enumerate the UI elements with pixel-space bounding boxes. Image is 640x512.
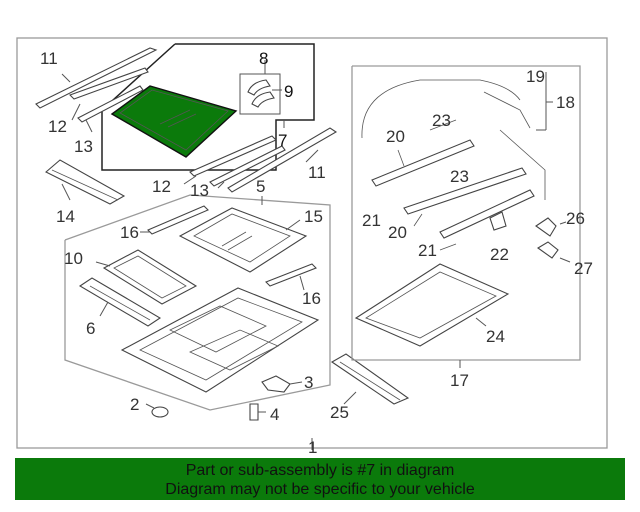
callout-12-top: 12	[48, 117, 67, 136]
callout-17: 17	[450, 371, 469, 390]
diagram-note-banner: Part or sub-assembly is #7 in diagram Di…	[15, 458, 625, 500]
callout-10: 10	[64, 249, 83, 268]
callout-1: 1	[308, 438, 317, 457]
callout-21-bottom: 21	[418, 241, 437, 260]
callout-19: 19	[526, 67, 545, 86]
callout-23-top: 23	[432, 111, 451, 130]
callout-14: 14	[56, 207, 75, 226]
glass-panel-part-7	[110, 85, 238, 158]
callout-15: 15	[304, 207, 323, 226]
callout-16-right: 16	[302, 289, 321, 308]
callout-22: 22	[490, 245, 509, 264]
callout-6: 6	[86, 319, 95, 338]
note-line-2: Diagram may not be specific to your vehi…	[165, 481, 475, 498]
callout-20-bottom: 20	[388, 223, 407, 242]
callout-7: 7	[278, 131, 287, 150]
callout-12-mid: 12	[152, 177, 171, 196]
callout-13-mid: 13	[190, 181, 209, 200]
callout-11-top: 11	[40, 49, 58, 68]
callout-16-left: 16	[120, 223, 139, 242]
callout-5: 5	[256, 177, 265, 196]
note-line-1: Part or sub-assembly is #7 in diagram	[185, 462, 455, 479]
callout-2: 2	[130, 395, 139, 414]
callout-4: 4	[270, 405, 279, 424]
callout-27: 27	[574, 259, 593, 278]
callout-26: 26	[566, 209, 585, 228]
callout-25: 25	[330, 403, 349, 422]
callout-11-mid: 11	[308, 163, 326, 182]
callout-21-left: 21	[362, 211, 381, 230]
callout-13-top: 13	[74, 137, 93, 156]
callout-20-top: 20	[386, 127, 405, 146]
callout-3: 3	[304, 373, 313, 392]
callout-24: 24	[486, 327, 505, 346]
callout-8: 8	[259, 49, 268, 68]
callout-18: 18	[556, 93, 575, 112]
callout-9: 9	[284, 82, 293, 101]
callout-23-mid: 23	[450, 167, 469, 186]
